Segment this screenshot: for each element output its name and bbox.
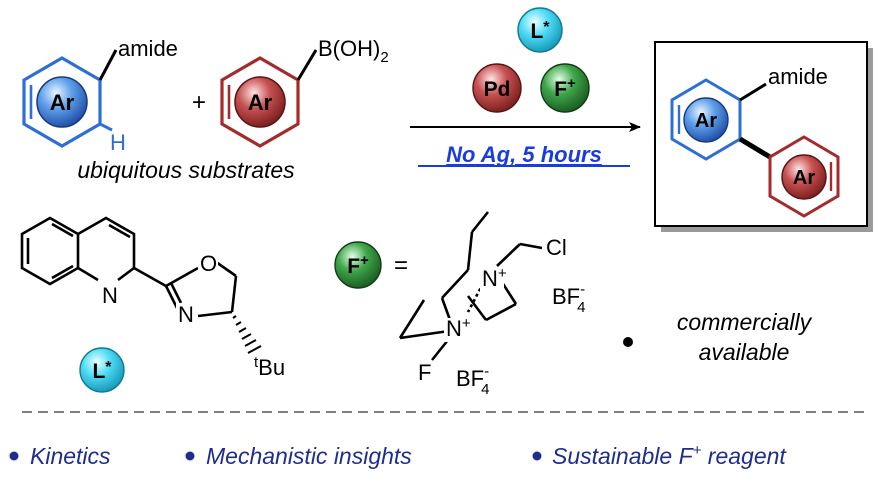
selectfluor-n-plus-top: N+ (482, 265, 507, 291)
f-plus-label: F+ (554, 75, 576, 101)
f-plus-label: F+ (347, 252, 369, 278)
bond-amide (98, 49, 118, 81)
footer-item-sustainable: Sustainable F+ reagent (552, 442, 787, 469)
footer-highlights: Kinetics Mechanistic insights Sustainabl… (9, 442, 787, 469)
bf4-top: BF-4 (552, 281, 585, 316)
footer-item-kinetics: Kinetics (30, 443, 111, 469)
bullet-dot (623, 337, 633, 347)
commercial-line2: available (699, 339, 790, 365)
boronic-acid-label: B(OH)2 (318, 36, 389, 66)
amide-label: amide (118, 36, 178, 61)
ligand-l-star-ball: L* (79, 347, 125, 393)
biaryl-bond (738, 136, 772, 160)
reactant-aryl-amide: Ar amide H (22, 36, 178, 155)
selectfluor-structure (398, 211, 543, 361)
product-box: Ar amide Ar (654, 41, 873, 232)
plus-sign: + (192, 89, 206, 116)
reactant-aryl-boronic-acid: Ar B(OH)2 (220, 36, 389, 148)
substrates-caption: ubiquitous substrates (77, 157, 295, 183)
ligand-structure (20, 216, 262, 354)
ar-label: Ar (50, 90, 75, 115)
h-atom-label: H (110, 130, 126, 155)
l-star-label: L* (530, 19, 550, 43)
ar-label: Ar (695, 110, 717, 132)
ar-label: Ar (248, 90, 273, 115)
selectfluor-n-plus-bottom: N+ (446, 315, 471, 341)
tbu-label: tBu (254, 354, 285, 380)
bf4-bottom: BF-4 (456, 363, 489, 398)
ar-label: Ar (793, 167, 815, 189)
oxazoline-n-label: N (178, 302, 194, 327)
pd-label: Pd (484, 78, 511, 101)
conditions-text: No Ag, 5 hours (446, 142, 602, 167)
oxazoline-o-label: O (200, 251, 217, 276)
catalyst-pd: Pd (472, 63, 522, 113)
ar-ball-red (234, 76, 286, 128)
fluoro-label: F (418, 360, 431, 385)
footer-item-mechanistic: Mechanistic insights (206, 443, 412, 469)
commercial-line1: commercially (677, 309, 813, 335)
l-star-label: L* (92, 359, 112, 383)
f-plus-reagent-definition: F+ = (334, 241, 408, 289)
amide-label: amide (768, 64, 828, 89)
chloro-label: Cl (546, 235, 567, 260)
ar-ball-blue (36, 76, 88, 128)
catalyst-l-star: L* (517, 7, 563, 53)
oxidant-f-plus: F+ (540, 63, 590, 113)
quinoline-n-label: N (102, 283, 118, 308)
equals-sign: = (394, 252, 408, 279)
